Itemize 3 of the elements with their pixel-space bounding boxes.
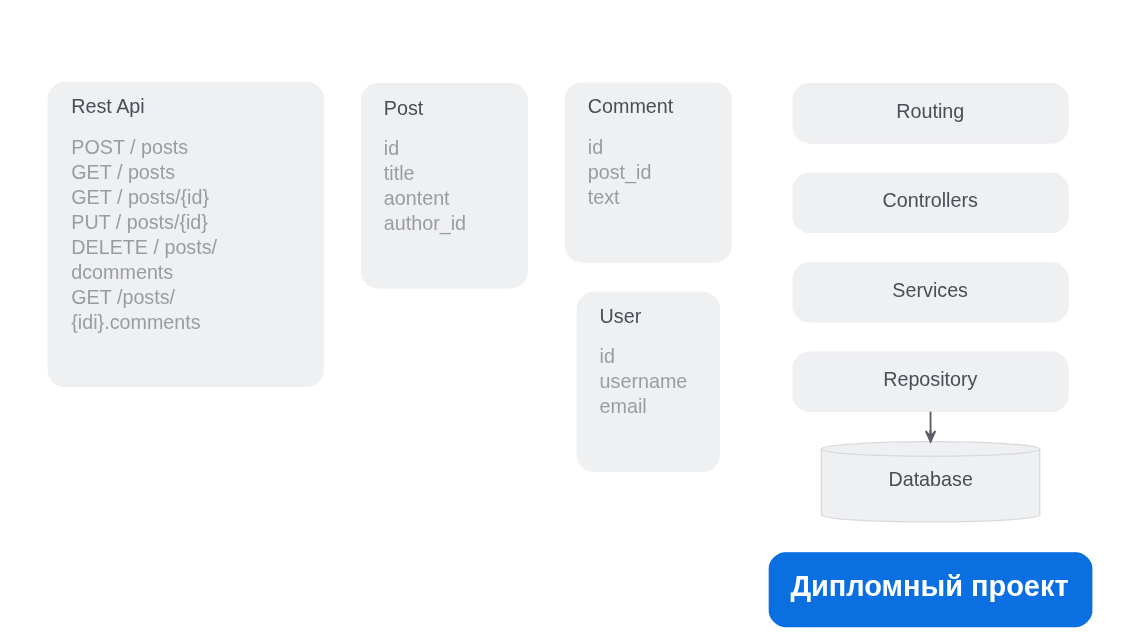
node-box: Дипломный проект	[768, 552, 1093, 628]
node-box: Repository	[792, 351, 1069, 413]
arrow	[924, 410, 937, 443]
